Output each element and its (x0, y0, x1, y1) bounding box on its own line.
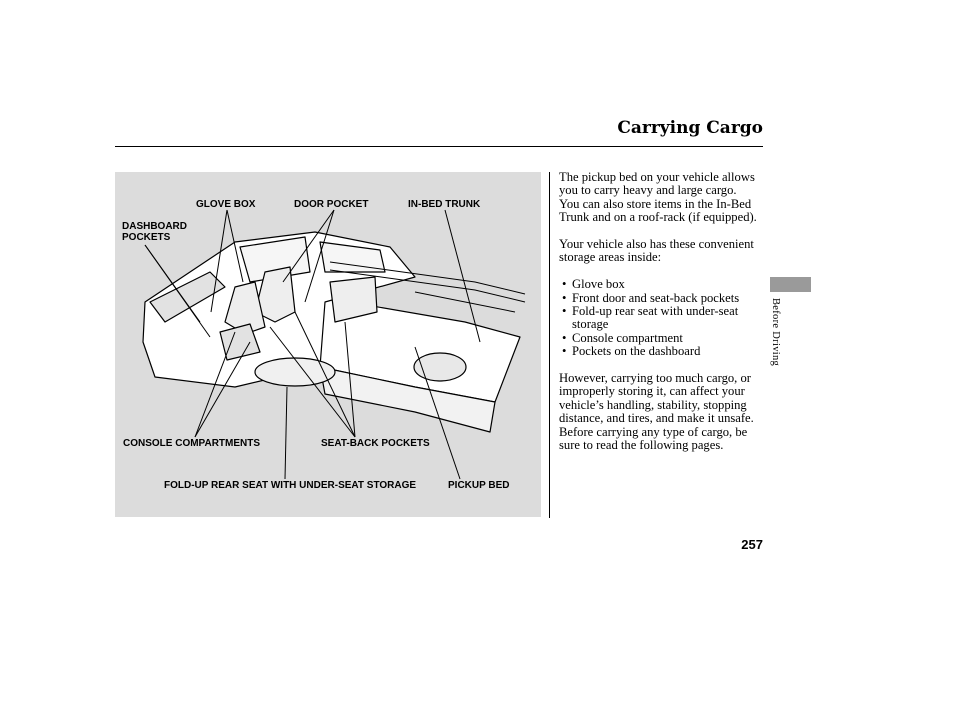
label-in-bed-trunk: IN-BED TRUNK (408, 199, 481, 210)
list-item: Pockets on the dashboard (559, 344, 759, 358)
label-dashboard-pockets-line2: POCKETS (122, 232, 171, 243)
column-divider (549, 172, 550, 518)
label-dashboard-pockets-line1: DASHBOARD (122, 221, 187, 232)
storage-list: Glove box Front door and seat-back pocke… (559, 277, 759, 358)
list-item: Fold-up rear seat with under-seat storag… (559, 304, 759, 332)
list-item: Console compartment (559, 331, 759, 345)
label-door-pocket: DOOR POCKET (294, 199, 369, 210)
section-tab (770, 277, 811, 292)
body-text: The pickup bed on your vehicle allows yo… (559, 170, 759, 466)
section-label: Before Driving (770, 298, 781, 367)
page-title: Carrying Cargo (617, 118, 763, 138)
label-glove-box: GLOVE BOX (196, 199, 256, 210)
label-seat-back-pockets: SEAT-BACK POCKETS (321, 438, 430, 449)
paragraph-warning: However, carrying too much cargo, or imp… (559, 371, 754, 453)
page-number: 257 (741, 537, 763, 552)
paragraph-intro: The pickup bed on your vehicle allows yo… (559, 170, 757, 225)
paragraph-storage: Your vehicle also has these convenient s… (559, 237, 754, 265)
list-item: Front door and seat-back pockets (559, 291, 759, 305)
list-item: Glove box (559, 277, 759, 291)
cargo-illustration: GLOVE BOX DOOR POCKET IN-BED TRUNK DASHB… (115, 172, 541, 517)
vehicle-cutaway-drawing (142, 209, 526, 480)
label-console-compartments: CONSOLE COMPARTMENTS (123, 438, 261, 449)
header-rule (115, 146, 763, 147)
label-fold-up-rear-seat: FOLD-UP REAR SEAT WITH UNDER-SEAT STORAG… (164, 480, 417, 491)
label-pickup-bed: PICKUP BED (448, 480, 510, 491)
